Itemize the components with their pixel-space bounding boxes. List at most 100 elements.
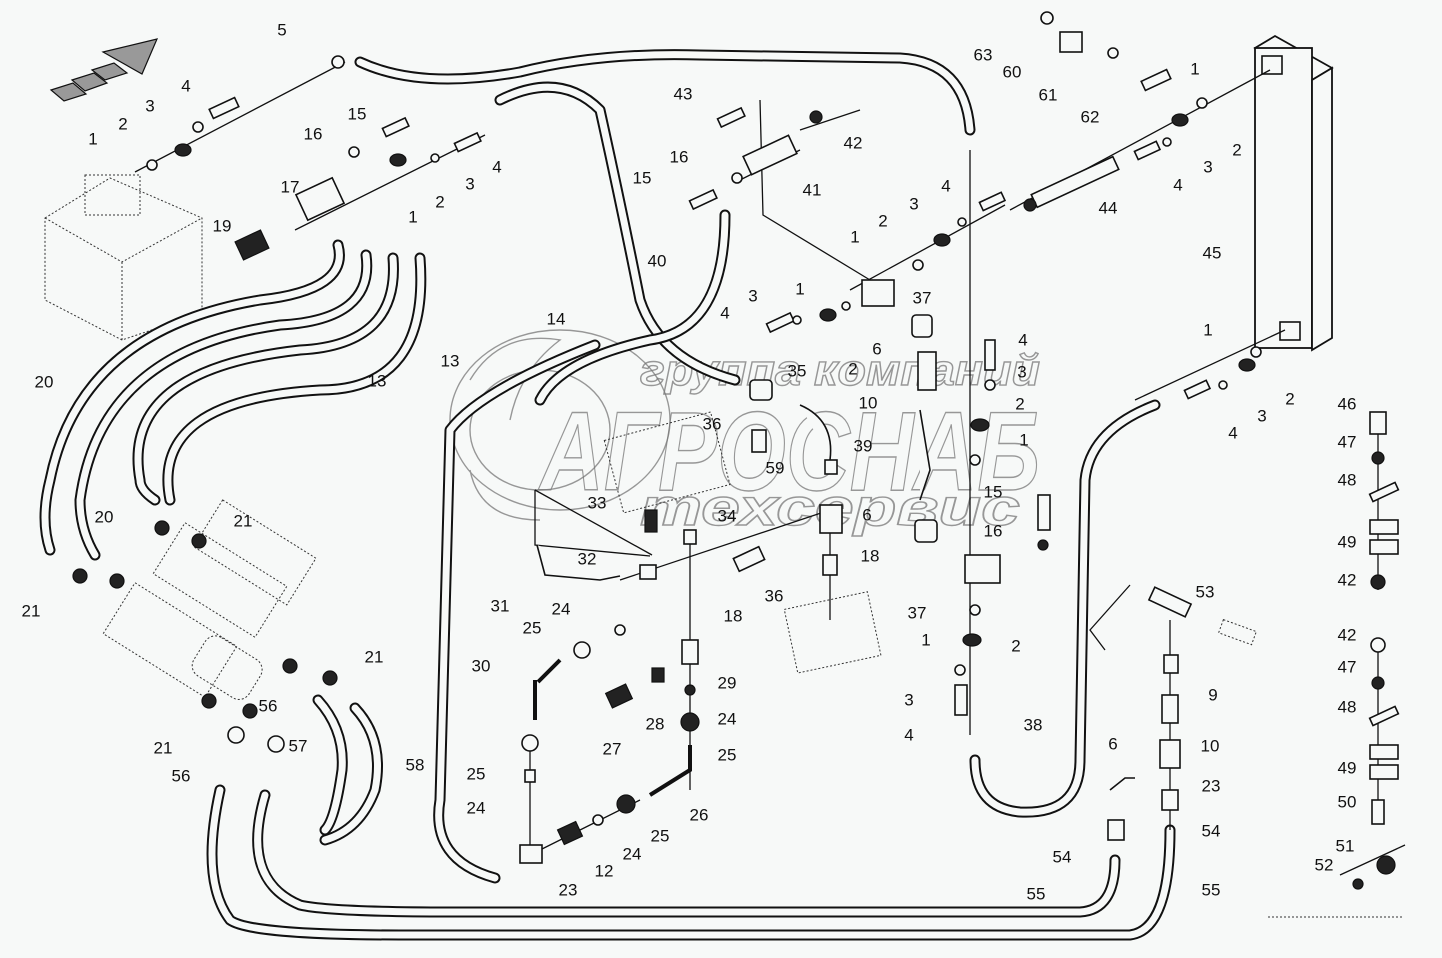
callout-label-55: 55 bbox=[1027, 884, 1046, 903]
callout-label-15: 15 bbox=[348, 104, 367, 123]
fittings bbox=[72, 11, 1402, 918]
callout-label-2: 2 bbox=[1232, 140, 1241, 159]
callout-label-36: 36 bbox=[765, 586, 784, 605]
callout-label-20: 20 bbox=[95, 507, 114, 526]
callout-label-13: 13 bbox=[368, 371, 387, 390]
callout-label-28: 28 bbox=[646, 714, 665, 733]
callout-label-6: 6 bbox=[862, 505, 871, 524]
callout-label-49: 49 bbox=[1338, 532, 1357, 551]
callout-label-2: 2 bbox=[878, 211, 887, 230]
callout-label-21: 21 bbox=[22, 601, 41, 620]
callout-label-1: 1 bbox=[795, 279, 804, 298]
callout-label-1: 1 bbox=[850, 227, 859, 246]
callout-label-61: 61 bbox=[1039, 85, 1058, 104]
callout-label-4: 4 bbox=[1173, 175, 1182, 194]
callout-label-24: 24 bbox=[467, 798, 486, 817]
callout-label-1: 1 bbox=[88, 129, 97, 148]
callout-label-24: 24 bbox=[623, 844, 642, 863]
callout-label-1: 1 bbox=[1203, 320, 1212, 339]
callout-label-60: 60 bbox=[1003, 62, 1022, 81]
callout-label-4: 4 bbox=[1018, 330, 1027, 349]
callout-label-3: 3 bbox=[909, 194, 918, 213]
callout-label-42: 42 bbox=[1338, 570, 1357, 589]
callout-label-10: 10 bbox=[1201, 736, 1220, 755]
callout-label-53: 53 bbox=[1196, 582, 1215, 601]
direction-arrow-icon bbox=[49, 38, 159, 102]
callout-label-35: 35 bbox=[788, 361, 807, 380]
callout-label-25: 25 bbox=[718, 745, 737, 764]
callout-label-34: 34 bbox=[718, 506, 737, 525]
callout-label-21: 21 bbox=[234, 511, 253, 530]
callout-label-27: 27 bbox=[603, 739, 622, 758]
callout-label-10: 10 bbox=[859, 393, 878, 412]
callout-label-2: 2 bbox=[118, 114, 127, 133]
callout-label-16: 16 bbox=[984, 521, 1003, 540]
callout-label-4: 4 bbox=[904, 725, 913, 744]
callout-label-25: 25 bbox=[523, 618, 542, 637]
callout-label-2: 2 bbox=[1011, 636, 1020, 655]
callout-label-20: 20 bbox=[35, 372, 54, 391]
callout-label-14: 14 bbox=[547, 309, 566, 328]
callout-label-15: 15 bbox=[633, 168, 652, 187]
callout-label-1: 1 bbox=[1019, 430, 1028, 449]
callout-label-1: 1 bbox=[1190, 59, 1199, 78]
callout-label-31: 31 bbox=[491, 596, 510, 615]
callout-label-24: 24 bbox=[552, 599, 571, 618]
callout-label-25: 25 bbox=[467, 764, 486, 783]
callout-label-13: 13 bbox=[441, 351, 460, 370]
callout-label-56: 56 bbox=[172, 766, 191, 785]
callout-label-4: 4 bbox=[720, 303, 729, 322]
callout-label-58: 58 bbox=[406, 755, 425, 774]
callout-label-2: 2 bbox=[1285, 389, 1294, 408]
callout-label-47: 47 bbox=[1338, 657, 1357, 676]
callout-label-42: 42 bbox=[1338, 625, 1357, 644]
callout-label-62: 62 bbox=[1081, 107, 1100, 126]
callout-label-19: 19 bbox=[213, 216, 232, 235]
callout-label-52: 52 bbox=[1315, 855, 1334, 874]
oil-cooler-45 bbox=[1253, 34, 1334, 352]
callout-label-49: 49 bbox=[1338, 758, 1357, 777]
callout-label-15: 15 bbox=[984, 482, 1003, 501]
callout-label-3: 3 bbox=[1203, 157, 1212, 176]
callout-label-4: 4 bbox=[1228, 423, 1237, 442]
callout-label-6: 6 bbox=[872, 339, 881, 358]
callout-label-17: 17 bbox=[281, 177, 300, 196]
callout-label-3: 3 bbox=[145, 96, 154, 115]
callout-label-36: 36 bbox=[703, 414, 722, 433]
callout-label-37: 37 bbox=[913, 288, 932, 307]
callout-label-44: 44 bbox=[1099, 198, 1118, 217]
callout-label-33: 33 bbox=[588, 493, 607, 512]
callout-label-5: 5 bbox=[277, 20, 286, 39]
hoses bbox=[39, 49, 1176, 941]
callout-label-55: 55 bbox=[1202, 880, 1221, 899]
callout-label-4: 4 bbox=[941, 176, 950, 195]
callout-label-9: 9 bbox=[1208, 685, 1217, 704]
callout-label-26: 26 bbox=[690, 805, 709, 824]
callout-label-4: 4 bbox=[492, 157, 501, 176]
callout-label-3: 3 bbox=[748, 286, 757, 305]
callout-label-63: 63 bbox=[974, 45, 993, 64]
callout-label-59: 59 bbox=[766, 458, 785, 477]
callout-label-50: 50 bbox=[1338, 792, 1357, 811]
callout-label-42: 42 bbox=[844, 133, 863, 152]
callout-label-40: 40 bbox=[648, 251, 667, 270]
callout-label-43: 43 bbox=[674, 84, 693, 103]
callout-label-56: 56 bbox=[259, 696, 278, 715]
callout-label-29: 29 bbox=[718, 673, 737, 692]
callout-label-18: 18 bbox=[861, 546, 880, 565]
callout-label-41: 41 bbox=[803, 180, 822, 199]
callout-label-3: 3 bbox=[904, 690, 913, 709]
callout-label-6: 6 bbox=[1108, 734, 1117, 753]
callout-label-3: 3 bbox=[1257, 406, 1266, 425]
callout-labels: 5432115164321171943421615414014636061621… bbox=[22, 20, 1357, 903]
callout-label-48: 48 bbox=[1338, 470, 1357, 489]
hydraulic-tank bbox=[44, 174, 203, 341]
callout-label-39: 39 bbox=[854, 436, 873, 455]
callout-label-4: 4 bbox=[181, 76, 190, 95]
callout-label-54: 54 bbox=[1202, 821, 1221, 840]
callout-label-51: 51 bbox=[1336, 836, 1355, 855]
callout-label-3: 3 bbox=[465, 174, 474, 193]
callout-label-21: 21 bbox=[365, 647, 384, 666]
callout-label-30: 30 bbox=[472, 656, 491, 675]
